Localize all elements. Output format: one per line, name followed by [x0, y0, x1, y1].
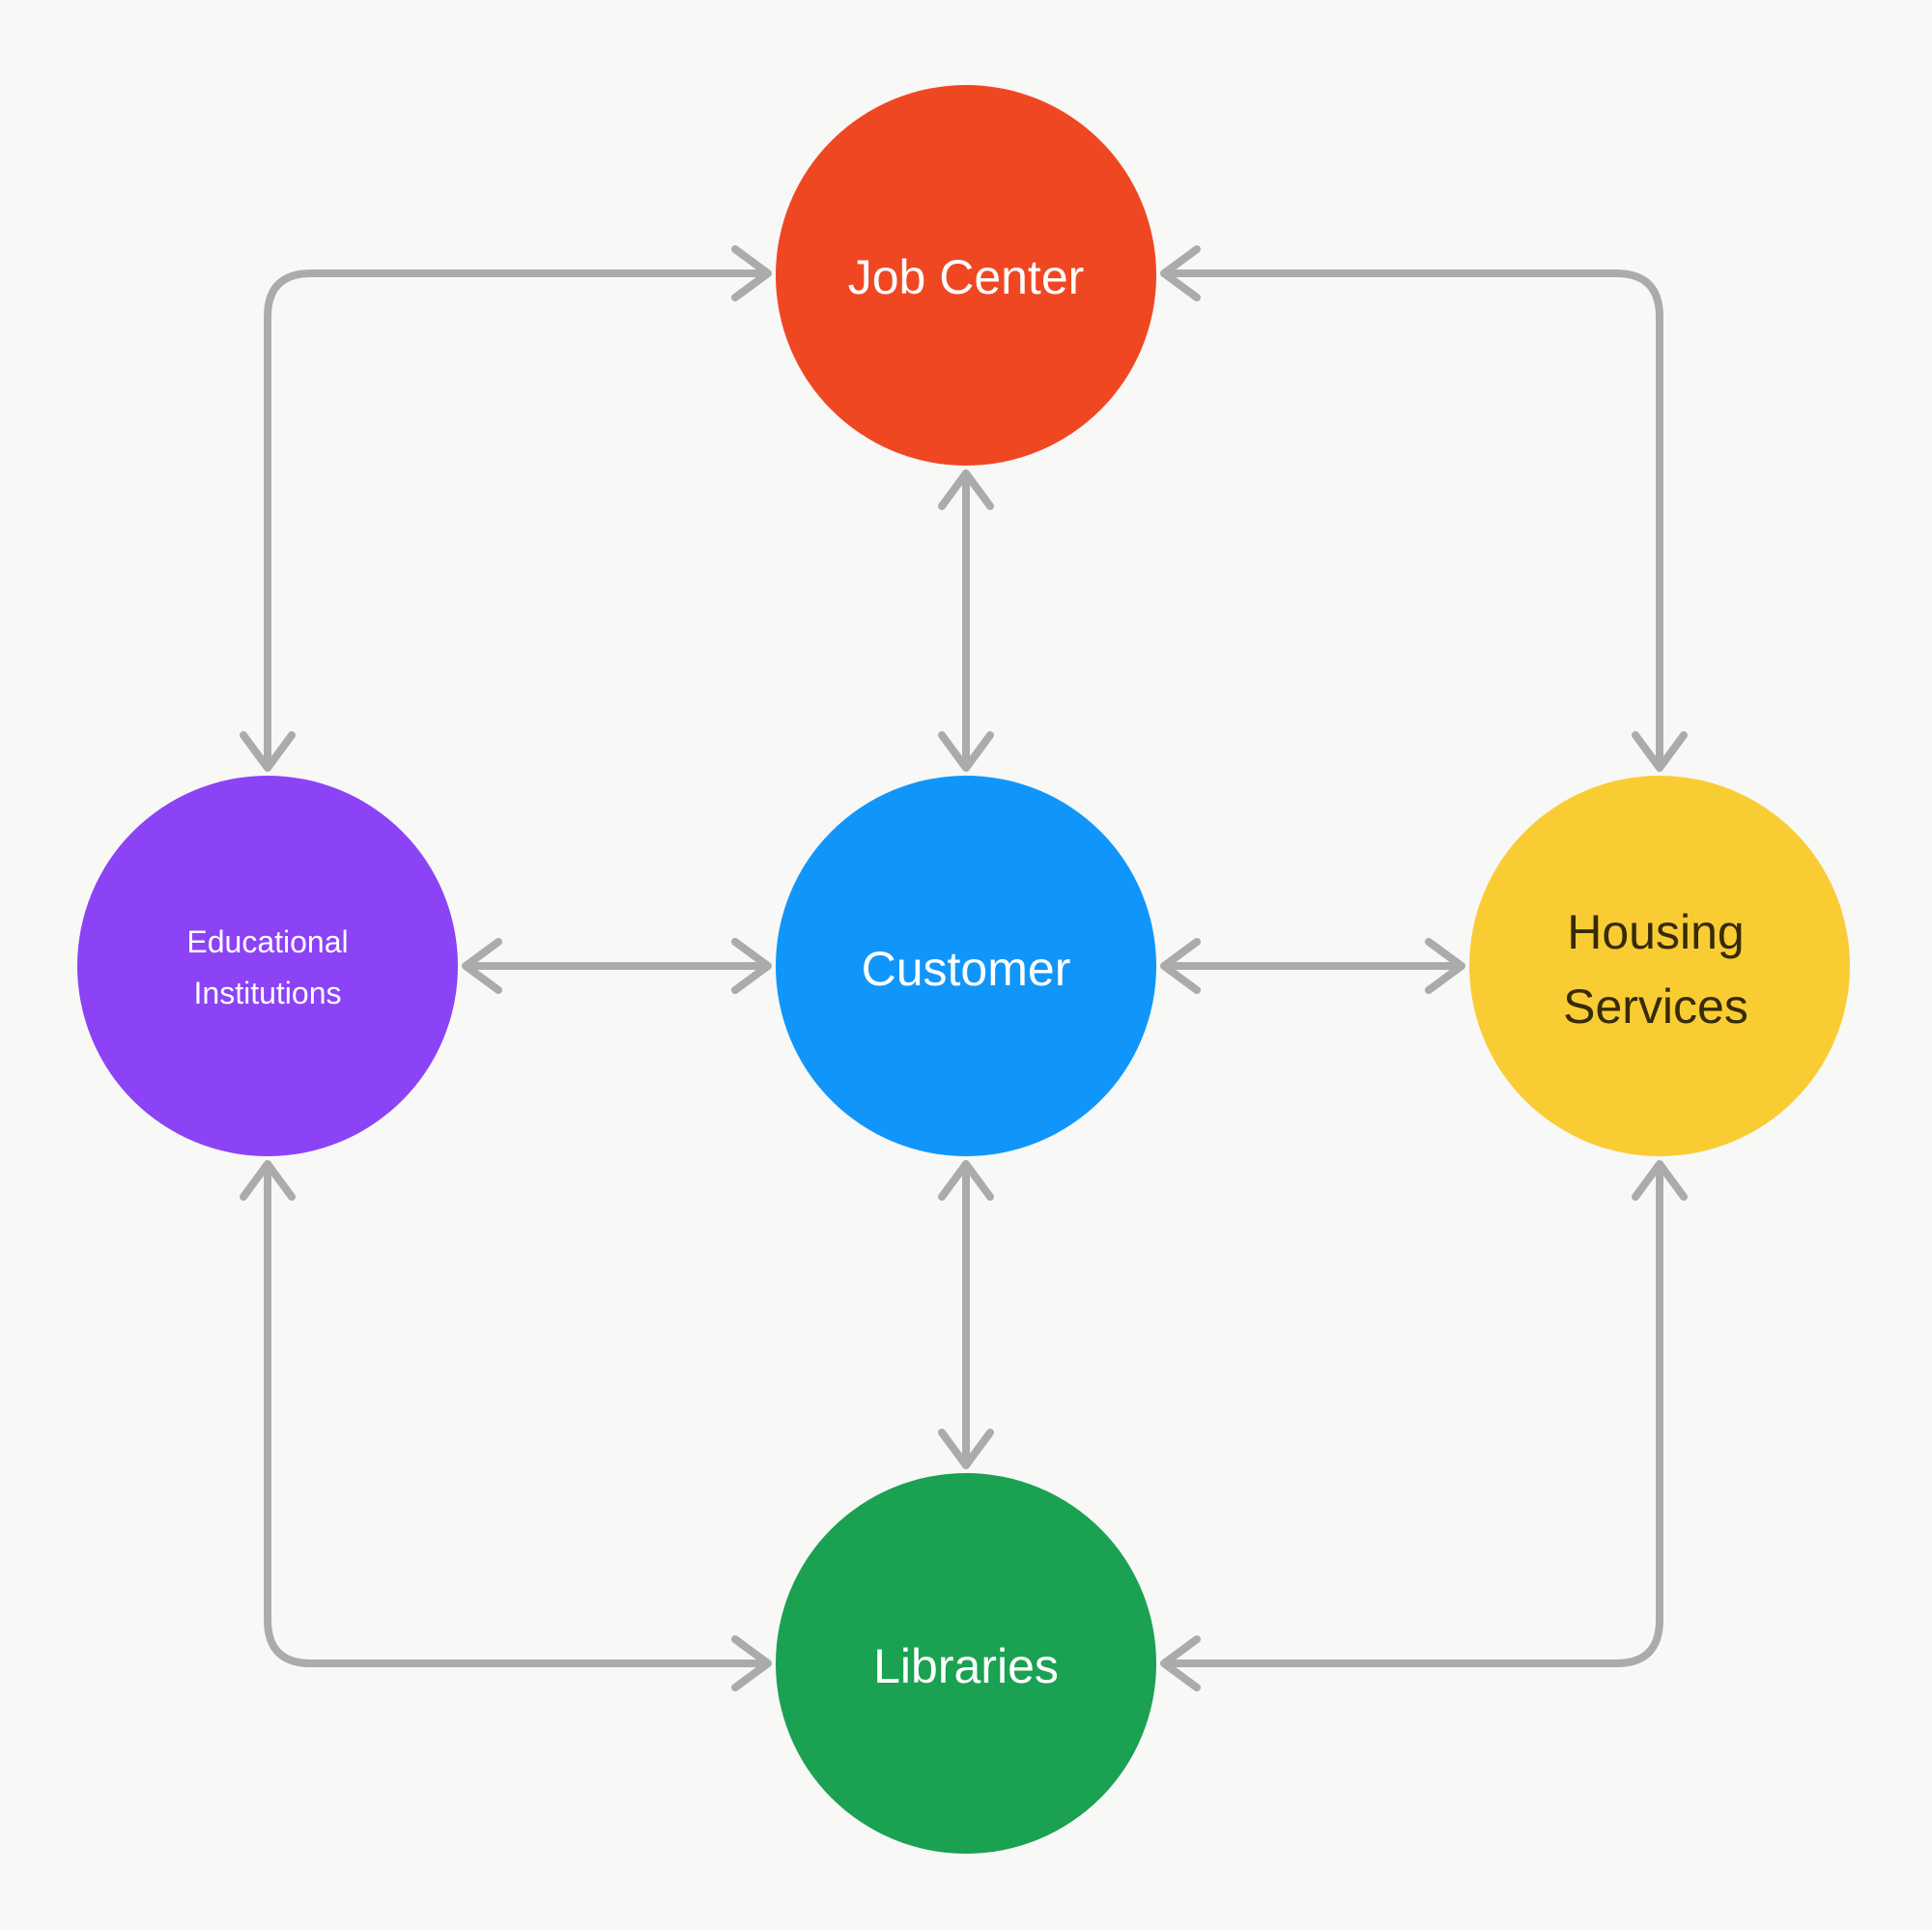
connector-housing-services-job-center: [1160, 245, 1688, 772]
arrowhead-into-customer-icon: [1160, 938, 1201, 994]
arrowhead-into-customer-icon: [938, 731, 994, 772]
node-educational-institutions[interactable]: Educational Institutions: [77, 776, 458, 1156]
arrowhead-into-educational-institutions-icon: [240, 731, 296, 772]
connector-shaft: [1166, 1166, 1663, 1667]
node-job-center-circle: [776, 85, 1156, 466]
connector-educational-institutions-customer: [462, 938, 772, 994]
node-housing-services-circle: [1469, 776, 1850, 1156]
connector-shaft: [1166, 270, 1663, 766]
arrowhead-into-job-center-icon: [731, 245, 772, 301]
connector-libraries-educational-institutions: [240, 1160, 772, 1691]
arrowhead-into-housing-services-icon: [1632, 1160, 1688, 1201]
arrowhead-into-libraries-icon: [938, 1429, 994, 1469]
node-educational-institutions-label-line2: Institutions: [194, 976, 342, 1010]
connector-shaft: [264, 270, 766, 766]
arrowhead-into-job-center-icon: [1160, 245, 1201, 301]
connector-libraries-housing-services: [1160, 1160, 1688, 1691]
arrowhead-into-housing-services-icon: [1632, 731, 1688, 772]
node-housing-services[interactable]: Housing Services: [1469, 776, 1850, 1156]
nodes: Job Center Educational Institutions Cust…: [77, 85, 1850, 1854]
node-customer-label: Customer: [862, 942, 1071, 996]
connector-customer-job-center: [938, 469, 994, 772]
node-customer-circle: [776, 776, 1156, 1156]
connector-shaft: [264, 1166, 766, 1667]
arrowhead-into-educational-institutions-icon: [240, 1160, 296, 1201]
node-libraries-circle: [776, 1473, 1156, 1854]
node-housing-services-label-line1: Housing: [1567, 905, 1744, 959]
arrowhead-into-libraries-icon: [731, 1635, 772, 1691]
node-educational-institutions-circle: [77, 776, 458, 1156]
arrowhead-into-educational-institutions-icon: [462, 938, 502, 994]
connectors: [240, 245, 1688, 1691]
arrowhead-into-libraries-icon: [1160, 1635, 1201, 1691]
node-libraries-label: Libraries: [873, 1639, 1059, 1693]
node-customer[interactable]: Customer: [776, 776, 1156, 1156]
arrowhead-into-job-center-icon: [938, 469, 994, 510]
node-job-center-label: Job Center: [848, 250, 1085, 304]
connector-customer-housing-services: [1160, 938, 1465, 994]
connector-customer-libraries: [938, 1160, 994, 1469]
node-libraries[interactable]: Libraries: [776, 1473, 1156, 1854]
arrowhead-into-customer-icon: [731, 938, 772, 994]
arrowhead-into-customer-icon: [938, 1160, 994, 1201]
node-job-center[interactable]: Job Center: [776, 85, 1156, 466]
connector-educational-institutions-job-center: [240, 245, 772, 772]
node-educational-institutions-label-line1: Educational: [186, 924, 348, 959]
arrowhead-into-housing-services-icon: [1425, 938, 1465, 994]
node-housing-services-label-line2: Services: [1563, 979, 1748, 1034]
